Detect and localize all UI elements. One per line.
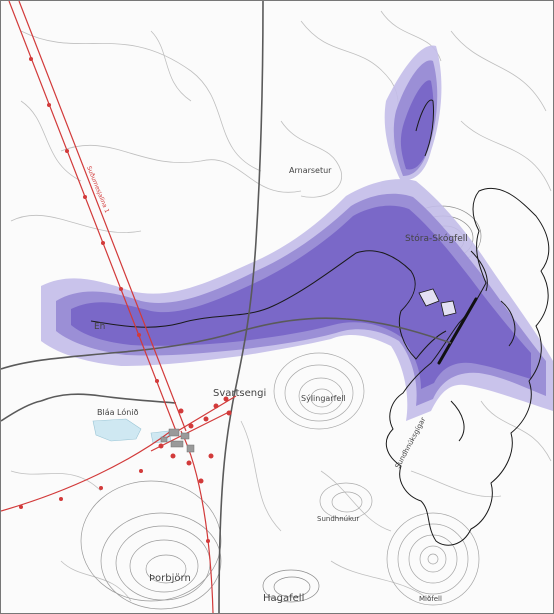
contour-lines [10,10,552,602]
thorbjorn-contours [80,480,222,610]
label-sundhnukur: Sundhnúkur [317,515,359,523]
hagafell-contours [262,569,320,603]
power-pylons [19,57,232,543]
label-sundhnukagigar: Sundhnúksgígar [394,416,428,470]
label-svartsengi: Svartsengi [213,388,266,399]
label-blaa-lonid: Bláa Lónið [97,407,139,417]
midfell-contours [386,512,480,606]
lava-islands [418,288,457,317]
sundhnukagigar-outline [385,187,550,546]
label-stora-skogfell: Stóra-Skógfell [405,233,468,244]
label-midfell: Miðfell [419,595,442,603]
roads [1,1,452,613]
label-sylingarfell: Sýlingarfell [301,394,346,403]
label-hagafell: Hagafell [263,593,304,604]
sundhnukur-contours [319,482,373,520]
lava-outline [90,99,447,360]
label-thorbjorn: Þorbjörn [149,573,191,584]
label-arnarsetur: Arnarsetur [289,166,332,175]
label-lava-tip: Eh [94,322,105,332]
eruption-fissure [437,297,478,365]
sylingarfell-contours [273,352,365,430]
svartsengi-buildings [160,428,195,453]
